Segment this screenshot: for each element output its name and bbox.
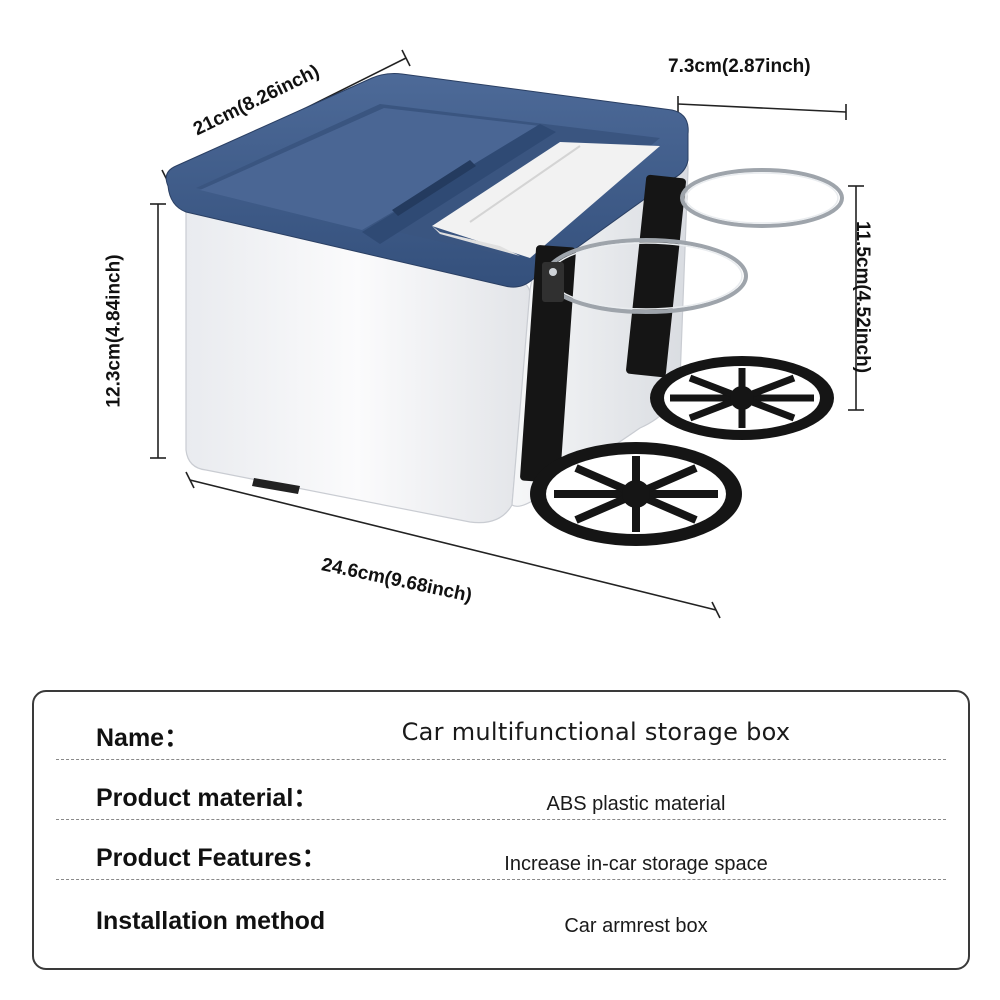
spec-row-installation: Installation method Car armrest box xyxy=(56,882,946,942)
storage-box xyxy=(165,73,689,524)
dimension-holder-height-label: 11.5cm(4.52inch) xyxy=(852,220,874,374)
spec-panel: Name： Car multifunctional storage box Pr… xyxy=(32,690,970,970)
spec-label: Product material： xyxy=(96,784,319,812)
dashed-divider xyxy=(56,819,946,820)
dimension-cup-width-label: 7.3cm(2.87inch) xyxy=(668,56,811,77)
dashed-divider xyxy=(56,759,946,760)
dimension-box-height-label: 12.3cm(4.84inch) xyxy=(103,254,125,408)
spec-value: ABS plastic material xyxy=(546,793,726,815)
dimension-lines xyxy=(150,49,864,619)
spec-label: Name： xyxy=(96,724,190,752)
cup-holder-right xyxy=(626,168,844,440)
spec-row-material: Product material： ABS plastic material xyxy=(56,760,946,820)
spec-row-name: Name： Car multifunctional storage box xyxy=(56,700,946,760)
spec-value: Increase in-car storage space xyxy=(504,853,768,875)
cup-holder-left xyxy=(520,238,748,546)
spec-label: Product Features： xyxy=(96,844,327,872)
product-illustration: 21cm(8.26inch) 7.3cm(2.87inch) 12.3cm(4.… xyxy=(103,49,874,619)
storage-box-drawing xyxy=(150,49,864,619)
spec-row-features: Product Features： Increase in-car storag… xyxy=(56,820,946,880)
spec-label: Installation method xyxy=(96,907,326,935)
spec-value: Car armrest box xyxy=(564,915,708,937)
dashed-divider xyxy=(56,879,946,880)
spec-value: Car multifunctional storage box xyxy=(401,718,791,746)
